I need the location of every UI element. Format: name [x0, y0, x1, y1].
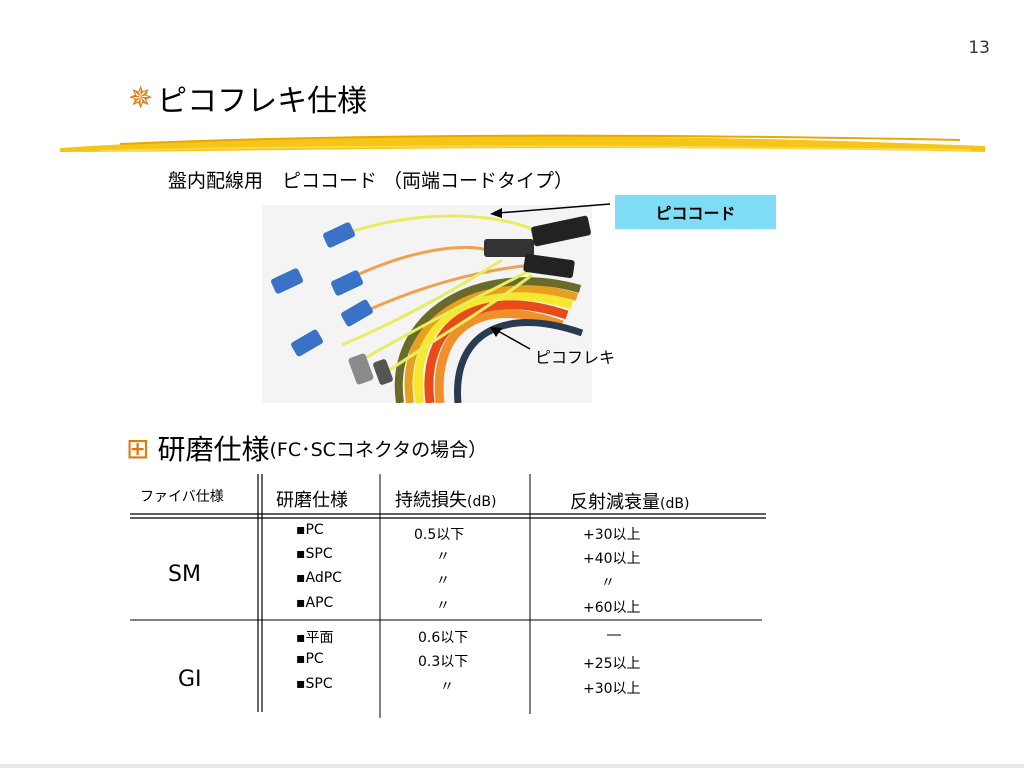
annotation-arrows: [490, 203, 611, 350]
header-loss-unit: (dB): [467, 494, 497, 510]
sm-polish-2: ▪SPC: [296, 546, 333, 562]
section-heading-main: 研磨仕様: [157, 433, 270, 466]
picoflexi-label: ピコフレキ: [535, 348, 616, 367]
header-polish: 研磨仕様: [276, 490, 348, 511]
header-return-unit: (dB): [660, 496, 690, 512]
brush-stroke-divider: [60, 134, 985, 152]
fiber-gi: GI: [178, 667, 202, 692]
gi-polish-3: ▪SPC: [296, 676, 333, 692]
header-loss-text: 持続損失: [395, 490, 467, 511]
sm-loss-1: 0.5以下: [414, 527, 465, 543]
subtitle: 盤内配線用 ピココード （両端コードタイプ）: [168, 170, 574, 192]
sm-polish-3: ▪AdPC: [296, 570, 342, 586]
fiber-sm: SM: [168, 562, 201, 587]
sm-return-3: 〃: [601, 575, 615, 591]
gi-loss-2: 0.3以下: [418, 654, 469, 670]
slide-title-text: ピコフレキ仕様: [157, 84, 368, 119]
gi-return-2: +25以上: [583, 656, 641, 672]
gi-loss-3: 〃: [440, 679, 454, 695]
header-fiber: ファイバ仕様: [140, 489, 224, 505]
sm-return-4: +60以上: [583, 600, 641, 616]
gi-return-3: +30以上: [583, 681, 641, 697]
sm-polish-1: ▪PC: [296, 522, 324, 538]
section-heading-polish: ⊞ 研磨仕様 (FC･SCコネクタの場合）: [126, 428, 487, 468]
gi-polish-1: ▪平面: [296, 630, 334, 646]
header-return: 反射減衰量(dB): [570, 488, 689, 514]
gi-return-1: ―: [607, 627, 621, 643]
sm-loss-2: 〃: [436, 549, 450, 565]
page-number: 13: [968, 38, 990, 58]
sm-loss-3: 〃: [436, 573, 450, 589]
fiber-cord-photo: [262, 205, 592, 403]
star-bullet-icon: ✵: [128, 80, 154, 116]
section-heading-paren: (FC･SCコネクタの場合）: [269, 438, 488, 461]
footer-bar: [0, 764, 1024, 768]
sm-loss-4: 〃: [436, 598, 450, 614]
gi-loss-1: 0.6以下: [418, 630, 469, 646]
sm-return-2: +40以上: [583, 551, 641, 567]
sm-polish-4: ▪APC: [296, 595, 334, 611]
slide-title: ✵ ピコフレキ仕様: [128, 76, 367, 120]
header-return-text: 反射減衰量: [570, 492, 660, 513]
picocord-callout: ピココード: [615, 195, 776, 229]
section-bullet-icon: ⊞: [126, 431, 150, 465]
header-loss: 持続損失(dB): [395, 486, 496, 512]
gi-polish-2: ▪PC: [296, 651, 324, 667]
sm-return-1: +30以上: [583, 527, 641, 543]
